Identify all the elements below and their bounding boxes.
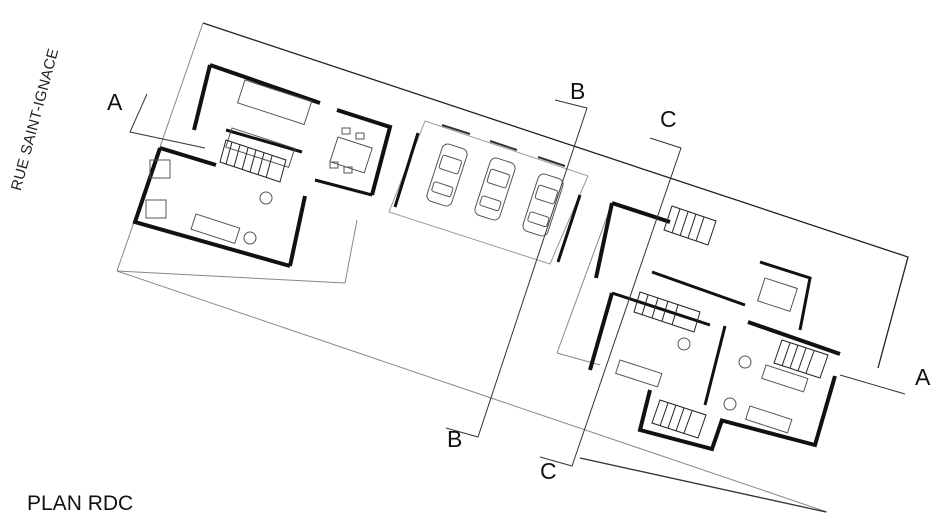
bathroom-fixture-icon	[145, 199, 167, 219]
section-mark-b-bottom: B	[447, 426, 463, 452]
armchair-icon	[259, 191, 273, 205]
sofa-icon	[745, 405, 793, 434]
building-right	[588, 201, 841, 452]
building-left	[132, 63, 393, 268]
stair-icon	[663, 205, 717, 246]
armchair-icon	[243, 231, 257, 245]
dining-table-icon	[756, 277, 798, 312]
section-lines	[129, 93, 906, 467]
armchair-icon	[677, 337, 691, 351]
section-mark-b-top: B	[570, 78, 586, 104]
car-icon	[474, 157, 516, 221]
property-lines	[116, 22, 909, 513]
plan-title: PLAN RDC	[27, 492, 134, 515]
section-mark-a-right: A	[915, 364, 931, 390]
stair-icon	[633, 291, 701, 333]
sofa-icon	[190, 213, 241, 245]
stair-icon	[219, 139, 287, 183]
dining-table-icon	[329, 127, 373, 174]
sofa-icon	[615, 359, 663, 388]
sofa-icon	[761, 364, 809, 393]
armchair-icon	[738, 355, 752, 369]
section-mark-c-bottom: C	[540, 458, 557, 484]
section-mark-a-left: A	[107, 89, 123, 115]
car-icon	[426, 143, 468, 207]
car-icon	[522, 173, 564, 237]
bathroom-fixture-icon	[149, 159, 171, 179]
armchair-icon	[723, 397, 737, 411]
stair-icon	[651, 399, 707, 439]
stair-icon	[773, 339, 829, 379]
parking-area	[388, 120, 589, 265]
section-mark-c-top: C	[660, 106, 677, 132]
